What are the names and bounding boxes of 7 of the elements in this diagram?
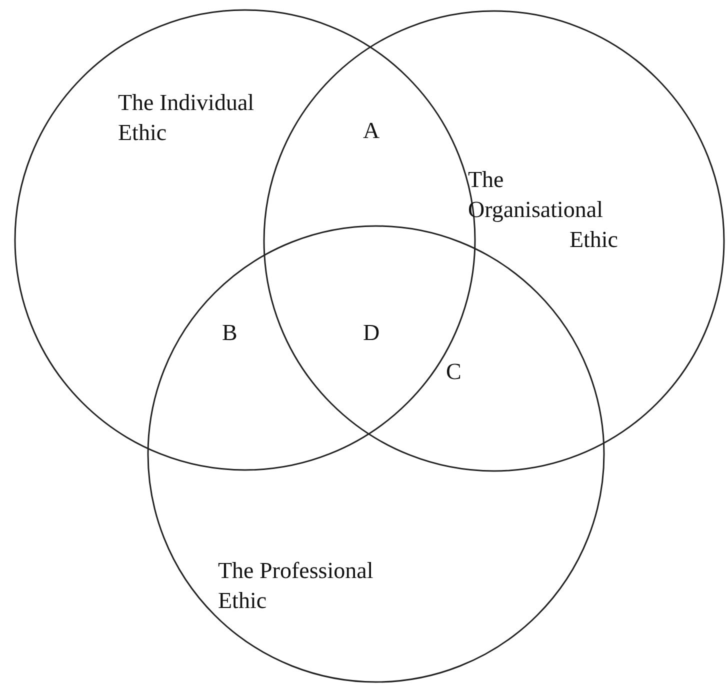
region-letter: B [222,320,238,346]
set-label: The Professional Ethic [218,557,374,615]
region-letter: D [363,320,380,346]
venn-circle [263,10,725,472]
region-letter: C [446,359,462,385]
set-label: The Individual Ethic [118,89,256,147]
region-letter: A [363,118,380,144]
